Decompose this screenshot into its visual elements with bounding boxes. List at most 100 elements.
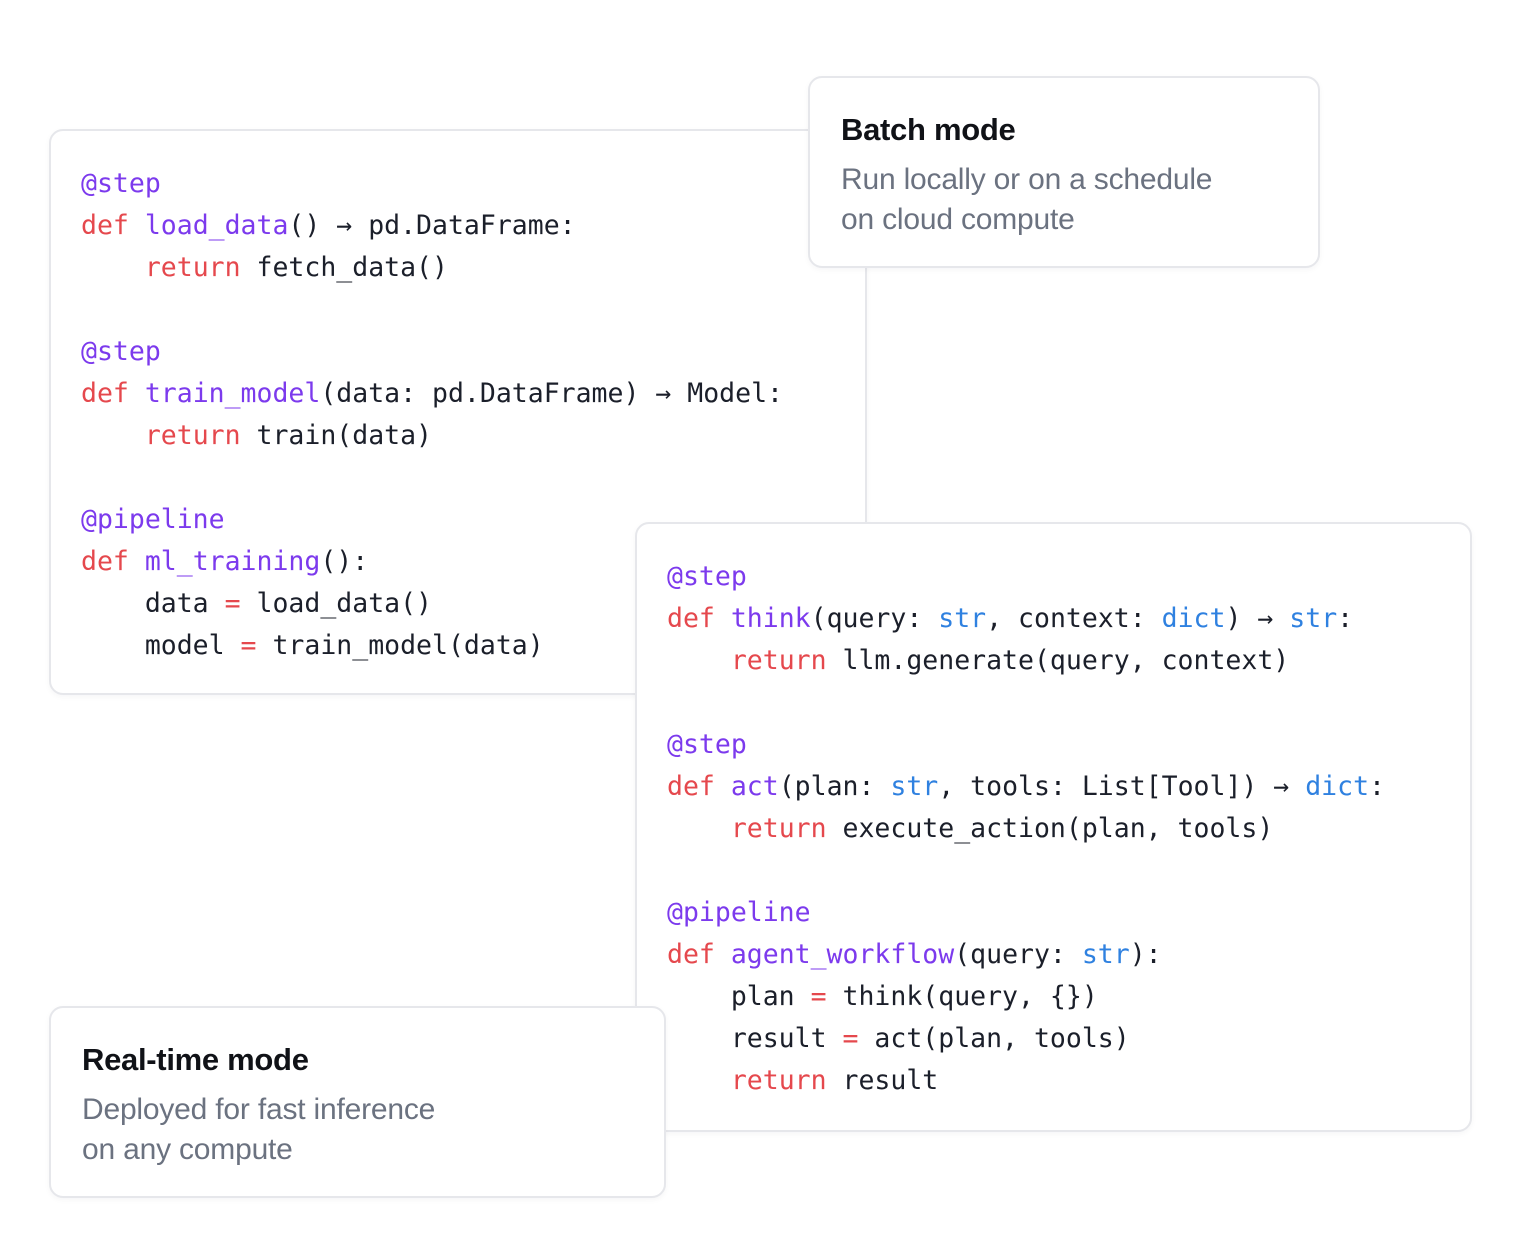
code-token xyxy=(667,645,731,676)
code-token: plan xyxy=(667,981,811,1012)
code-token: ) → xyxy=(1225,603,1290,634)
code-token: think(query, {}) xyxy=(826,981,1098,1012)
code-line: @step xyxy=(667,556,1385,598)
code-block: @step def load_data() → pd.DataFrame: ret… xyxy=(81,163,783,667)
type-token: str xyxy=(890,771,939,802)
batch-mode-description-line: on cloud compute xyxy=(841,203,1075,236)
code-line: return result xyxy=(667,1060,1385,1102)
keyword-token: def xyxy=(667,771,731,802)
code-line: plan = think(query, {}) xyxy=(667,976,1385,1018)
code-token xyxy=(667,813,731,844)
operator-token: = xyxy=(842,1023,859,1054)
code-line xyxy=(81,289,783,331)
keyword-token: return xyxy=(730,645,843,676)
function-name-token: act xyxy=(730,771,779,802)
code-token: train_model(data) xyxy=(256,630,544,661)
code-token: (): xyxy=(320,546,369,577)
code-token: model xyxy=(81,630,241,661)
realtime-mode-description-line: on any compute xyxy=(82,1133,293,1166)
code-line: data = load_data() xyxy=(81,583,783,625)
code-line: def ml_training(): xyxy=(81,541,783,583)
code-token: () → pd.DataFrame: xyxy=(288,210,576,241)
code-token: , tools: List[Tool]) → xyxy=(938,771,1306,802)
code-line: @step xyxy=(667,724,1385,766)
code-token: , context: xyxy=(986,603,1162,634)
keyword-token: def xyxy=(667,603,731,634)
function-name-token: think xyxy=(730,603,811,634)
decorator-token: @step xyxy=(81,168,161,199)
code-token: : xyxy=(1369,771,1386,802)
keyword-token: return xyxy=(144,420,257,451)
function-name-token: ml_training xyxy=(144,546,321,577)
type-token: dict xyxy=(1161,603,1226,634)
code-token: load_data() xyxy=(240,588,433,619)
code-token: (data: pd.DataFrame) → Model: xyxy=(320,378,784,409)
code-token: (query: xyxy=(954,939,1082,970)
keyword-token: return xyxy=(730,1065,843,1096)
code-token: execute_action(plan, tools) xyxy=(842,813,1274,844)
function-name-token: agent_workflow xyxy=(730,939,955,970)
code-line: def agent_workflow(query: str): xyxy=(667,934,1385,976)
code-token: data xyxy=(81,588,225,619)
realtime-mode-title: Real-time mode xyxy=(82,1042,309,1077)
code-token: (plan: xyxy=(778,771,891,802)
code-line: return llm.generate(query, context) xyxy=(667,640,1385,682)
batch-mode-title: Batch mode xyxy=(841,112,1016,147)
code-line: @pipeline xyxy=(667,892,1385,934)
code-token xyxy=(81,420,145,451)
code-token: : xyxy=(1337,603,1354,634)
type-token: str xyxy=(1081,939,1130,970)
function-name-token: train_model xyxy=(144,378,321,409)
decorator-token: @pipeline xyxy=(667,897,811,928)
code-token xyxy=(667,1065,731,1096)
code-line: def load_data() → pd.DataFrame: xyxy=(81,205,783,247)
code-line: result = act(plan, tools) xyxy=(667,1018,1385,1060)
keyword-token: return xyxy=(144,252,257,283)
operator-token: = xyxy=(810,981,827,1012)
operator-token: = xyxy=(224,588,241,619)
code-token: (query: xyxy=(810,603,939,634)
batch-mode-card: Batch mode Run locally or on a schedule … xyxy=(808,76,1320,268)
code-line xyxy=(81,457,783,499)
code-token: result xyxy=(667,1023,843,1054)
realtime-mode-card: Real-time mode Deployed for fast inferen… xyxy=(49,1006,666,1198)
code-line: @step xyxy=(81,163,783,205)
code-token: llm.generate(query, context) xyxy=(842,645,1290,676)
keyword-token: def xyxy=(81,210,145,241)
realtime-mode-description: Deployed for fast inference on any compu… xyxy=(82,1090,435,1170)
code-line: return train(data) xyxy=(81,415,783,457)
code-token: result xyxy=(842,1065,939,1096)
type-token: str xyxy=(938,603,987,634)
function-name-token: load_data xyxy=(144,210,289,241)
keyword-token: return xyxy=(730,813,843,844)
code-token xyxy=(81,252,145,283)
realtime-mode-description-line: Deployed for fast inference xyxy=(82,1093,436,1126)
code-line xyxy=(667,682,1385,724)
operator-token: = xyxy=(240,630,257,661)
type-token: dict xyxy=(1305,771,1370,802)
code-line xyxy=(667,850,1385,892)
code-line: def train_model(data: pd.DataFrame) → Mo… xyxy=(81,373,783,415)
batch-mode-description-line: Run locally or on a schedule xyxy=(841,163,1213,196)
code-token: fetch_data() xyxy=(256,252,448,283)
decorator-token: @step xyxy=(81,336,161,367)
decorator-token: @step xyxy=(667,729,747,760)
code-token: train(data) xyxy=(256,420,433,451)
code-line: return execute_action(plan, tools) xyxy=(667,808,1385,850)
keyword-token: def xyxy=(667,939,731,970)
code-line: model = train_model(data) xyxy=(81,625,783,667)
code-line: def think(query: str, context: dict) → s… xyxy=(667,598,1385,640)
keyword-token: def xyxy=(81,378,145,409)
decorator-token: @step xyxy=(667,561,747,592)
code-token: act(plan, tools) xyxy=(858,1023,1130,1054)
type-token: str xyxy=(1289,603,1338,634)
code-token: ): xyxy=(1129,939,1162,970)
code-line: @step xyxy=(81,331,783,373)
code-line: return fetch_data() xyxy=(81,247,783,289)
batch-pipeline-code-card: @step def load_data() → pd.DataFrame: ret… xyxy=(49,129,867,695)
decorator-token: @pipeline xyxy=(81,504,225,535)
keyword-token: def xyxy=(81,546,145,577)
code-line: @pipeline xyxy=(81,499,783,541)
